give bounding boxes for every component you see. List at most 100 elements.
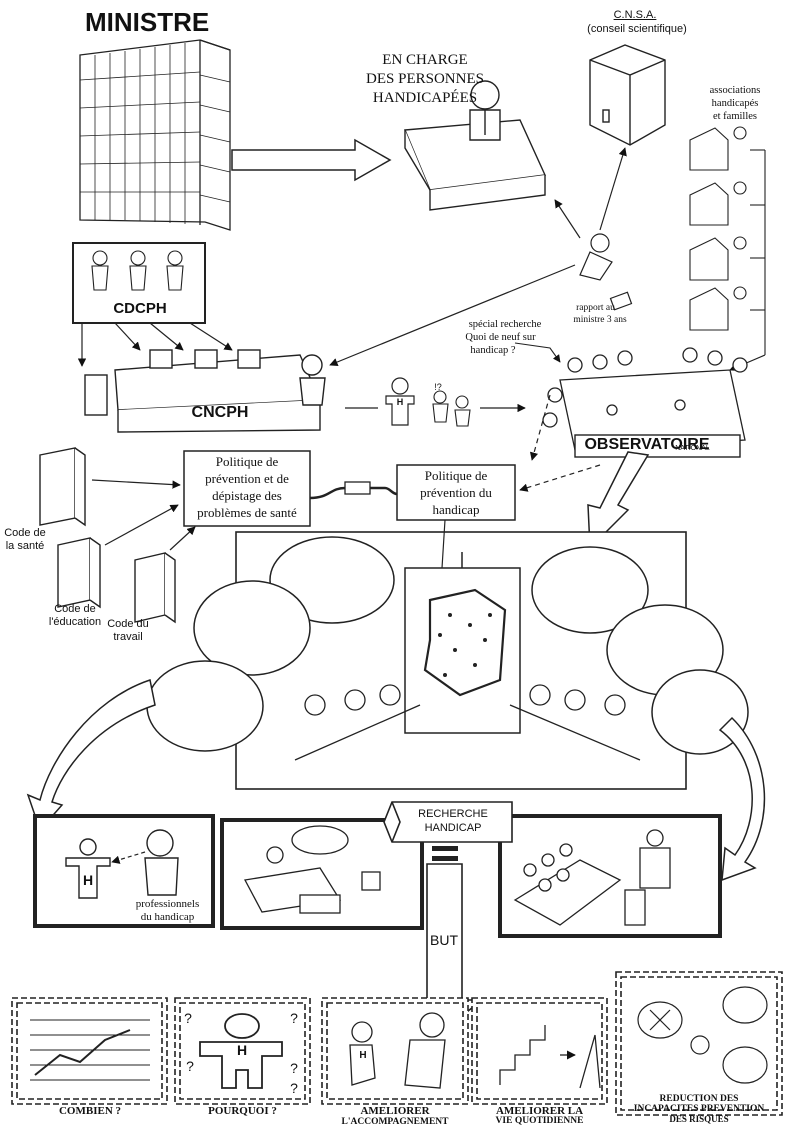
h-figure-small-icon [385,377,415,426]
en-charge-line3: HANDICAPÉES [372,90,478,106]
goal-boxes [11,971,783,1116]
recherche-note-line1: spécial recherche [468,319,542,330]
curved-arrow-left [26,679,156,832]
plug-icon [344,481,371,495]
arrow-observatoire-to-cncph [329,264,576,367]
recherche-handicap-line1: RECHERCHE [418,808,488,820]
associations-line1: associations [709,85,761,96]
dashed-arrow-observatoire-to-politique-handicap [519,464,601,492]
question-mark-1: ? [184,1010,192,1026]
dashed-arrow-observatoire-up [529,394,551,461]
politique-sante-line1: Politique de [215,454,279,469]
accompagnement-figures-icon [349,1012,446,1089]
professionnels-line2: du handicap [140,911,195,923]
dashed-arrow-professionnels [111,851,146,864]
vie-quotidienne-icon [499,1025,601,1089]
politique-handicap-line2: prévention du [420,485,492,500]
recherche-note-line2: Quoi de neuf sur [465,332,536,343]
cnsa-building-icon [589,44,666,146]
ministry-building-icon [79,39,231,231]
people-dialog-icon [432,390,471,427]
goal-accompagnement-line1: AMELIORER [360,1105,430,1117]
politique-handicap-line3: handicap [432,502,480,517]
h-letter-pourquoi: H [236,1042,248,1058]
cncph-label: CNCPH [191,404,249,421]
observatoire-table-icon [542,347,748,451]
cnsa-subtitle: (conseil scientifique) [587,23,687,35]
associations-line2: handicapés [711,98,759,109]
combien-chart-icon [30,1019,150,1081]
goal-pourquoi: POURQUOI ? [208,1105,277,1117]
messenger-figure-icon [579,233,633,311]
en-charge-line2: DES PERSONNES [366,71,484,87]
exclaim-mark: !? [434,382,442,392]
stack-bars-icon [432,846,458,861]
france-map-board-icon [404,552,521,734]
associations-line3: et familles [712,111,758,122]
arrow-observatoire-down [587,451,650,550]
lecture-hall-icon [513,829,671,926]
goal-reduction-line2: INCAPACITES PREVENTION [633,1104,765,1114]
h-letter-professionnels: H [82,872,94,888]
goal-combien: COMBIEN ? [58,1105,122,1117]
speech-bubbles [146,536,749,755]
goal-reduction-line1: REDUCTION DES [659,1094,739,1104]
question-mark-4: ? [290,1060,298,1076]
association-houses-icon [689,126,766,355]
ministre-title: MINISTRE [85,7,210,37]
rapport-line2: ministre 3 ans [573,315,627,325]
cdcph-people-icon [91,250,184,291]
cdcph-label: CDCPH [113,300,167,317]
code-books-icon [39,447,176,624]
arrow-note-to-observatoire [514,342,561,363]
arrow-code-travail [169,526,196,551]
panel-professionnels [33,814,215,928]
en-charge-line1: EN CHARGE [382,52,468,68]
politique-sante-line4: problèmes de santé [197,505,297,520]
goal-vie-line2: VIE QUOTIDIENNE [495,1116,584,1126]
observatoire-label-box [574,434,741,458]
observatoire-label: OBSERVATOIRE [584,436,710,453]
goal-vie-line1: AMELIORER LA [495,1105,584,1117]
code-travail-line2: travail [113,631,143,643]
arrow-messenger-to-desk [554,199,581,239]
politique-handicap-box [396,464,516,521]
h-figure-professionnels-icon [65,829,179,899]
politique-handicap-line1: Politique de [424,468,488,483]
question-mark-2: ? [290,1010,298,1026]
recherche-note-line3: handicap ? [470,345,516,356]
recherche-handicap-line2: HANDICAP [424,822,482,834]
rapport-line1: rapport au [576,303,615,313]
h-letter-small: H [396,397,404,407]
pourquoi-figure-icon [199,1013,283,1089]
politique-sante-line3: dépistage des [212,488,282,503]
minister-desk-icon [403,80,547,211]
politique-sante-line2: prévention et de [205,471,289,486]
question-mark-5: ? [290,1080,298,1096]
goal-accompagnement-line2: L'ACCOMPAGNEMENT [341,1117,449,1127]
code-sante-line2: la santé [5,540,45,552]
cnsa-title: C.N.S.A. [613,9,657,21]
code-travail-line1: Code du [107,618,149,630]
arrow-ministry-to-desk [231,138,392,182]
arrow-code-education [104,504,179,546]
code-education-line1: Code de [54,603,96,615]
goal-reduction-line3: DES RISQUES [669,1114,729,1124]
arrow-code-sante [91,479,181,489]
reduction-risques-icon [637,986,768,1084]
arrow-messenger-to-cnsa [599,147,627,231]
cncph-table-icon [84,349,326,433]
code-sante-line1: Code de [4,527,46,539]
laboratory-icon [243,825,381,914]
cdcph-arrows [77,322,233,367]
pulling-figures-icon [294,684,641,761]
but-label: BUT [430,932,458,948]
professionnels-line1: professionnels [135,898,200,910]
code-education-line2: l'éducation [48,616,102,628]
politique-sante-box [183,450,311,527]
h-letter-accompagnement: H [359,1050,367,1061]
recherche-handicap-banner [383,801,513,843]
question-mark-3: ? [186,1058,194,1074]
national-label: NATIONAL [675,445,710,452]
